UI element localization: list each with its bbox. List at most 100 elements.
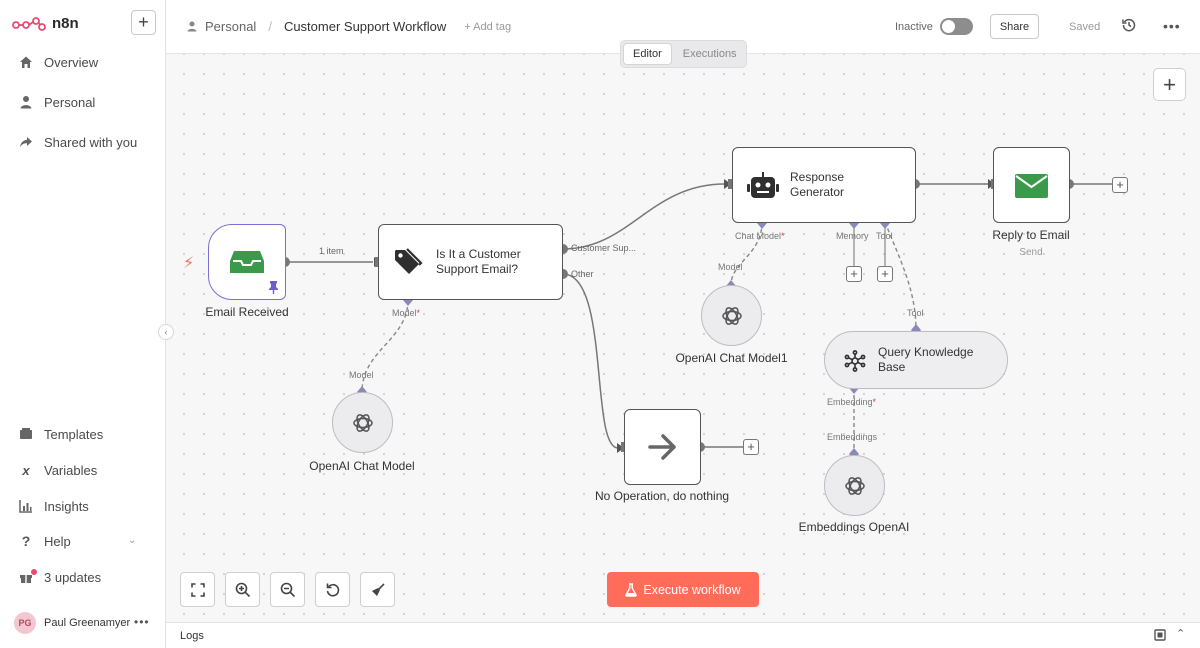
output-customer-support-label: Customer Sup...	[571, 243, 637, 253]
breadcrumb: Personal / Customer Support Workflow + A…	[187, 19, 511, 34]
sidebar-item-shared[interactable]: Shared with you	[18, 131, 137, 153]
home-icon	[18, 54, 34, 70]
chevron-down-icon[interactable]: ⌄	[128, 535, 137, 546]
port-memory-label: Memory	[836, 231, 869, 241]
add-next-node-button[interactable]: +	[743, 439, 759, 455]
status-label: Inactive	[895, 21, 933, 33]
node-openai-chat-model1-label: OpenAI Chat Model1	[675, 351, 788, 365]
user-icon	[187, 21, 197, 32]
sidebar-item-overview[interactable]: Overview	[18, 51, 98, 73]
app-name: n8n	[52, 14, 79, 32]
sidebar-item-variables[interactable]: x Variables	[18, 459, 97, 481]
port-model-label: Model*	[392, 308, 421, 318]
port-embeddings-out-label: Embeddings	[827, 432, 878, 442]
breadcrumb-separator: /	[268, 19, 272, 34]
node-classifier-label: Is It a Customer Support Email?	[436, 247, 521, 277]
node-classifier[interactable]: Is It a Customer Support Email?	[378, 224, 563, 300]
share-button[interactable]: Share	[990, 14, 1039, 39]
port-embedding-label: Embedding*	[827, 397, 877, 407]
add-tool-button[interactable]: +	[877, 266, 893, 282]
trigger-bolt-icon: ⚡	[183, 255, 195, 272]
execute-workflow-label: Execute workflow	[643, 582, 741, 597]
node-embeddings-openai-label: Embeddings OpenAI	[798, 520, 910, 534]
templates-icon	[18, 426, 34, 442]
sidebar-item-personal[interactable]: Personal	[18, 91, 95, 113]
tab-executions[interactable]: Executions	[682, 48, 737, 60]
add-node-button[interactable]: +	[1153, 68, 1186, 101]
label-line: Generator	[790, 185, 845, 199]
user-icon	[18, 94, 34, 110]
port-tool-out-label: Tool	[907, 308, 924, 318]
n8n-logo[interactable]: n8n	[12, 12, 79, 34]
tidy-up-button[interactable]	[360, 572, 395, 607]
create-button[interactable]: +	[131, 10, 156, 35]
insights-icon	[18, 498, 34, 514]
node-email-received-label: Email Received	[205, 305, 289, 319]
execute-workflow-button[interactable]: Execute workflow	[607, 572, 759, 607]
openai-icon	[721, 306, 742, 325]
node-email-received[interactable]	[208, 224, 286, 300]
fit-view-button[interactable]	[180, 572, 215, 607]
sidebar: n8n + Overview Personal Shared with you …	[0, 0, 166, 648]
sidebar-item-label: Help	[44, 533, 71, 549]
more-options-icon[interactable]: •••	[1163, 18, 1181, 34]
pop-out-icon[interactable]	[1154, 629, 1166, 641]
add-next-node-button[interactable]: +	[1112, 177, 1128, 193]
inbox-icon	[230, 251, 264, 273]
sidebar-item-label: Templates	[44, 426, 104, 442]
avatar: PG	[14, 612, 36, 634]
node-openai-chat-model-label: OpenAI Chat Model	[309, 459, 415, 473]
active-toggle[interactable]	[940, 18, 973, 35]
port-model-out-label: Model	[718, 262, 743, 272]
node-openai-chat-model[interactable]	[332, 392, 393, 453]
zoom-out-icon	[280, 582, 295, 597]
node-reply-to-email-label: Reply to Email	[992, 228, 1070, 242]
openai-icon	[352, 413, 373, 432]
sidebar-item-insights[interactable]: Insights	[18, 495, 89, 517]
user-name: Paul Greenamyer	[44, 617, 131, 629]
breadcrumb-project[interactable]: Personal	[205, 19, 257, 34]
output-other-label: Other	[571, 269, 594, 279]
workflow-title[interactable]: Customer Support Workflow	[283, 19, 447, 34]
undo-icon	[326, 583, 339, 597]
user-menu[interactable]: PG Paul Greenamyer	[14, 612, 130, 634]
node-response-generator[interactable]: Response Generator	[732, 147, 916, 223]
saved-status: Saved	[1069, 21, 1101, 33]
history-icon[interactable]	[1122, 18, 1136, 32]
broom-icon	[371, 582, 385, 596]
logs-panel[interactable]: Logs ⌃	[166, 622, 1200, 648]
sidebar-item-label: Variables	[44, 462, 98, 478]
add-tag-button[interactable]: + Add tag	[464, 20, 512, 33]
variables-icon: x	[22, 462, 30, 478]
envelope-icon	[1015, 174, 1048, 198]
add-memory-button[interactable]: +	[846, 266, 862, 282]
sidebar-item-templates[interactable]: Templates	[18, 423, 103, 445]
sidebar-item-label: Insights	[44, 498, 89, 514]
node-no-operation[interactable]	[624, 409, 701, 485]
sidebar-item-help[interactable]: ? Help	[18, 530, 71, 552]
collapse-sidebar-button[interactable]: ‹	[158, 324, 174, 340]
reset-zoom-button[interactable]	[315, 572, 350, 607]
zoom-in-button[interactable]	[225, 572, 260, 607]
zoom-in-icon	[235, 582, 250, 597]
workflow-canvas[interactable]	[166, 54, 1200, 622]
sidebar-item-updates[interactable]: 3 updates	[18, 566, 101, 588]
n8n-logo-icon	[12, 17, 46, 31]
node-reply-to-email[interactable]	[993, 147, 1070, 223]
node-query-knowledge-base[interactable]: Query Knowledge Base	[824, 331, 1008, 389]
zoom-out-button[interactable]	[270, 572, 305, 607]
sidebar-item-label: Personal	[44, 94, 96, 110]
label-line: Response	[790, 170, 845, 184]
chevron-up-icon[interactable]: ⌃	[1176, 628, 1186, 640]
fit-view-icon	[190, 582, 205, 597]
node-openai-chat-model1[interactable]	[701, 285, 762, 346]
tab-editor[interactable]: Editor	[623, 43, 672, 65]
view-tabs: Editor Executions	[620, 40, 747, 68]
node-embeddings-openai[interactable]	[824, 455, 885, 516]
node-reply-to-email-sublabel: Send	[1019, 247, 1043, 258]
flask-icon	[625, 582, 638, 597]
tags-icon	[395, 248, 423, 274]
notification-dot	[31, 569, 37, 575]
user-more-icon[interactable]: •••	[134, 615, 150, 629]
help-icon: ?	[21, 533, 31, 549]
